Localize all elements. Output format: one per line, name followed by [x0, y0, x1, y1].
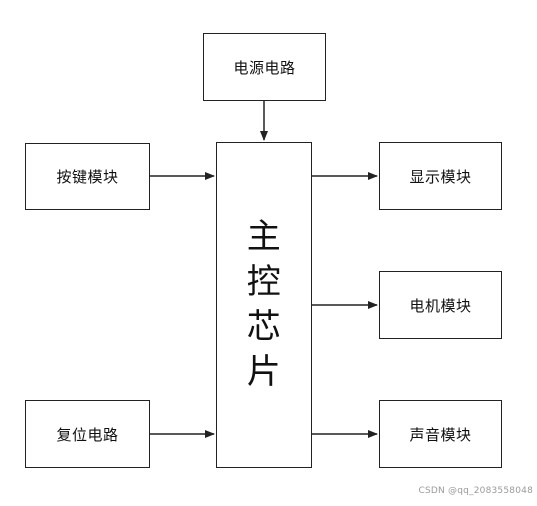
motor-module-block: 电机模块	[379, 271, 502, 339]
sound-module-block: 声音模块	[379, 400, 502, 468]
reset-circuit-block: 复位电路	[25, 400, 150, 468]
main-chip-block: 主 控 芯 片	[216, 142, 312, 468]
key-module-block: 按键模块	[25, 143, 150, 210]
motor-module-label: 电机模块	[409, 296, 472, 315]
display-module-label: 显示模块	[409, 167, 472, 186]
sound-module-label: 声音模块	[409, 425, 472, 444]
main-chip-char-4: 片	[246, 352, 282, 392]
display-module-block: 显示模块	[379, 142, 502, 210]
key-module-label: 按键模块	[56, 168, 119, 186]
reset-circuit-label: 复位电路	[56, 425, 119, 444]
power-circuit-block: 电源电路	[203, 33, 326, 101]
main-chip-char-1: 主	[246, 217, 282, 257]
main-chip-char-3: 芯	[246, 307, 282, 347]
power-circuit-label: 电源电路	[233, 58, 296, 77]
csdn-watermark: CSDN @qq_2083558048	[418, 486, 533, 496]
main-chip-char-2: 控	[246, 262, 282, 302]
